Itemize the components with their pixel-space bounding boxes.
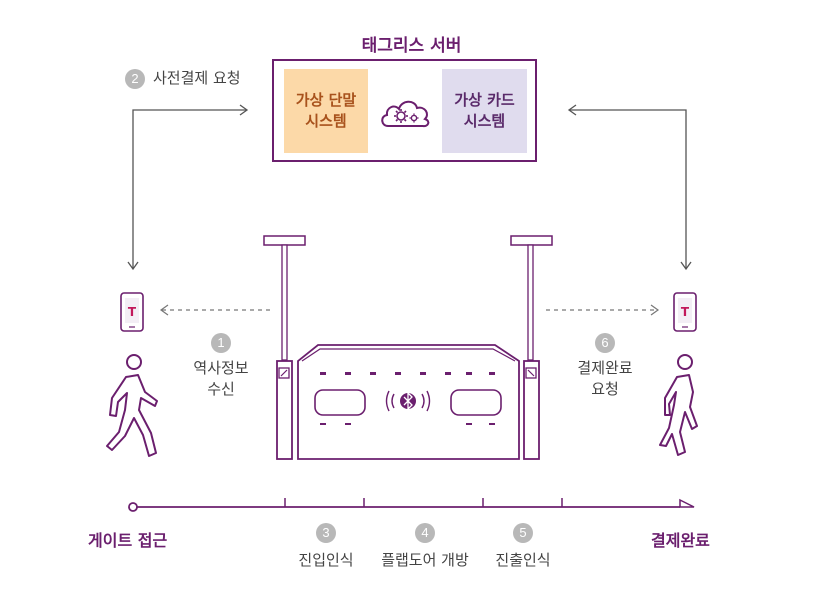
- left-smartphone: [120, 292, 144, 332]
- step-6-badge: 6: [595, 333, 615, 353]
- step-6-line2: 요청: [591, 380, 619, 398]
- timeline-start-dot: [128, 502, 138, 512]
- step-1-badge: 1: [211, 333, 231, 353]
- right-phone-logo: T: [681, 305, 690, 319]
- payment-complete-arrowhead-left: [567, 104, 577, 116]
- step-2-badge: 2: [125, 69, 145, 89]
- prepayment-request-line: [132, 109, 246, 268]
- payment-complete-arrowhead-down: [680, 261, 692, 271]
- step-3-badge: 3: [316, 523, 336, 543]
- step-2-label: 사전결제 요청: [153, 69, 241, 87]
- virtual-terminal-system: 가상 단말 시스템: [284, 69, 368, 153]
- step-1-line2: 수신: [207, 380, 235, 398]
- step-4-label: 플랩도어 개방: [381, 551, 469, 569]
- right-sensor-pole-top: [510, 235, 553, 246]
- step-1-label: 역사정보 수신: [181, 358, 261, 400]
- cloud-gear-icon: [381, 100, 430, 128]
- left-phone-logo: T: [128, 305, 137, 319]
- left-gate-pillar: [276, 360, 293, 460]
- payment-dashed-arrowhead: [650, 304, 660, 316]
- timeline-end-label: 결제완료: [651, 531, 710, 550]
- step-3-label: 진입인식: [298, 551, 354, 569]
- virtual-terminal-line2: 시스템: [305, 112, 347, 130]
- right-smartphone: [673, 292, 697, 332]
- right-sensor-pole: [527, 244, 534, 361]
- step-6-label: 결제완료 요청: [565, 358, 645, 400]
- step-5-label: 진출인식: [495, 551, 551, 569]
- virtual-card-line1: 가상 카드: [454, 91, 515, 109]
- right-walking-person-icon: [659, 354, 698, 456]
- step-1-line1: 역사정보: [193, 359, 249, 377]
- virtual-card-line2: 시스템: [463, 112, 506, 130]
- virtual-terminal-line1: 가상 단말: [295, 91, 357, 109]
- left-sensor-pole: [281, 244, 288, 361]
- left-walking-person-icon: [106, 354, 158, 457]
- payment-complete-line: [570, 109, 687, 269]
- prepayment-arrowhead-down: [127, 261, 139, 271]
- timeline-start-label: 게이트 접근: [88, 531, 168, 550]
- right-gate-pillar: [523, 360, 540, 460]
- bluetooth-icon: [385, 390, 431, 412]
- server-box: [272, 59, 537, 162]
- timeline-end-arrow: [679, 498, 695, 508]
- right-flap-door: [450, 389, 502, 416]
- virtual-card-system: 가상 카드 시스템: [442, 69, 527, 153]
- step-6-line1: 결제완료: [577, 359, 633, 377]
- step-5-badge: 5: [513, 523, 533, 543]
- prepayment-arrowhead-right: [239, 104, 249, 116]
- left-sensor-pole-top: [263, 235, 306, 246]
- step-4-badge: 4: [415, 523, 435, 543]
- server-title: 태그리스 서버: [361, 36, 462, 56]
- station-info-arrowhead: [159, 304, 169, 316]
- left-flap-door: [314, 389, 366, 416]
